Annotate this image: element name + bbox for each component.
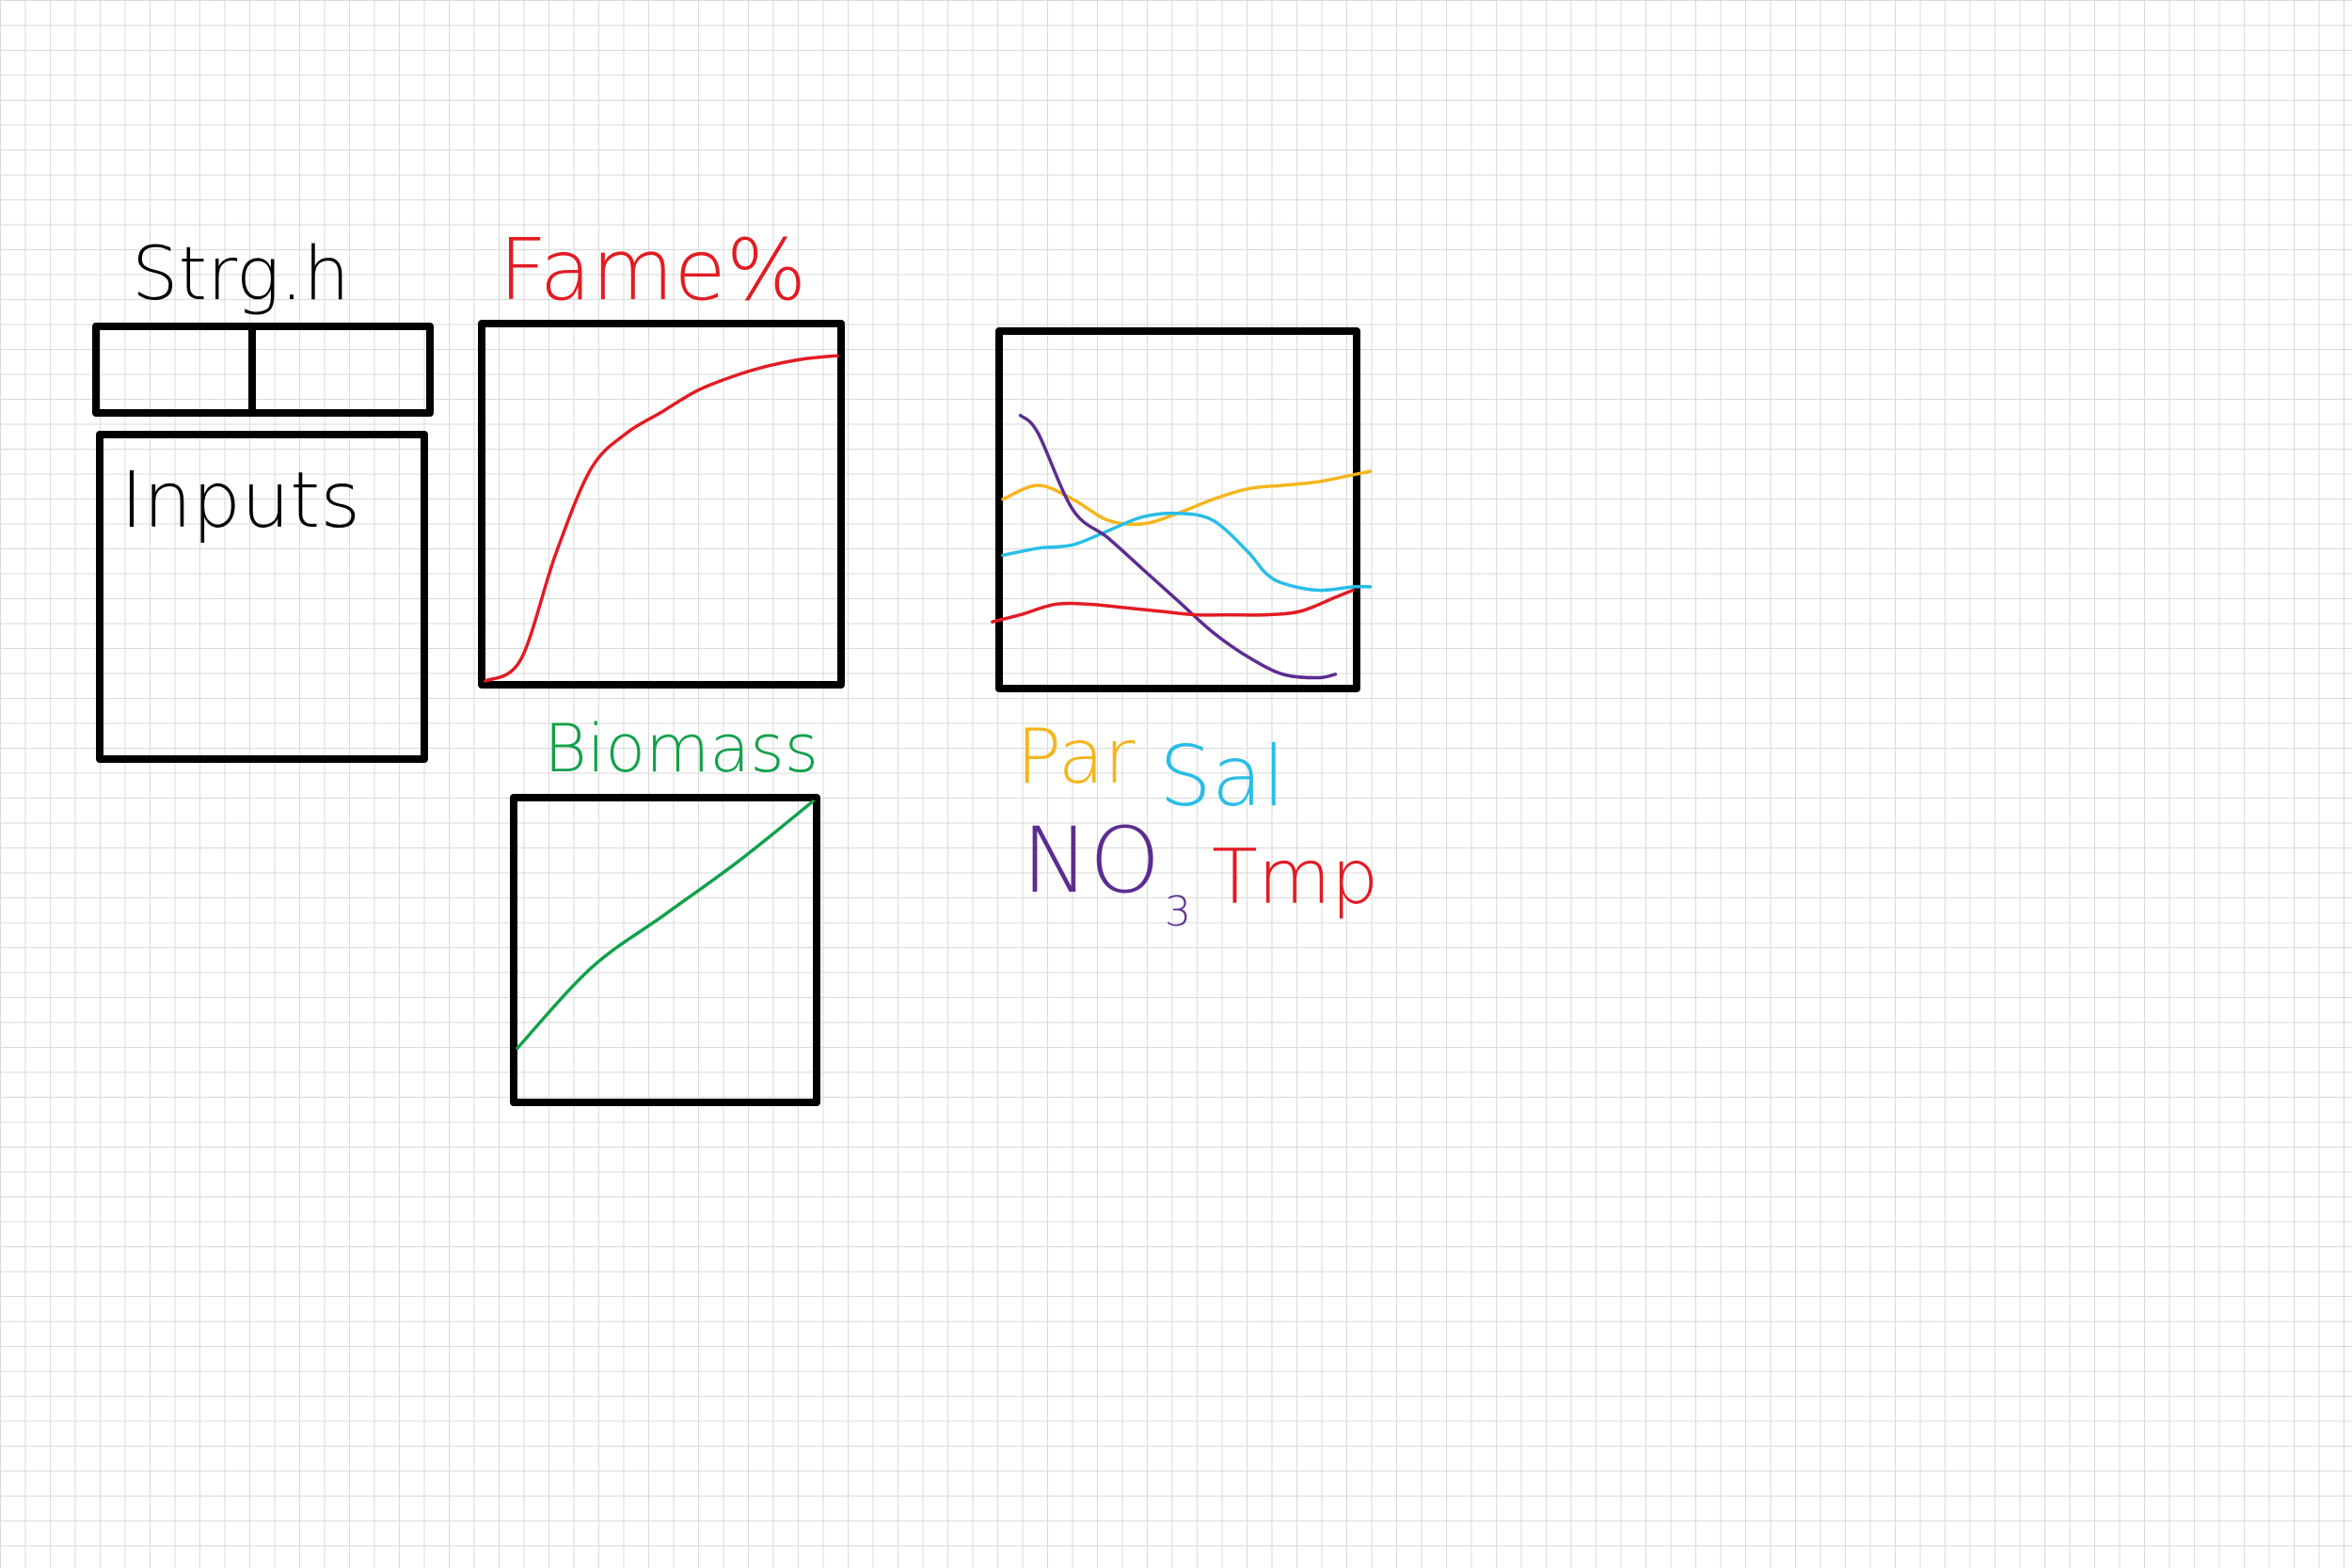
no3-line xyxy=(1018,413,1338,680)
biomass-line xyxy=(516,800,815,1051)
fame-chart-frame[interactable] xyxy=(478,320,845,689)
strength-label: Strg.h xyxy=(132,232,350,317)
par-line xyxy=(1001,469,1373,527)
sal-line xyxy=(1001,511,1373,593)
inputs-label: Inputs xyxy=(120,456,360,546)
biomass-title: Biomass xyxy=(544,710,818,787)
fame-title: Fame% xyxy=(499,221,806,320)
temp-line xyxy=(991,588,1355,624)
legend-sal: Sal xyxy=(1159,728,1285,825)
biomass-plot-area xyxy=(516,800,815,1051)
fame-plot-area xyxy=(484,354,839,683)
env-plot-area xyxy=(991,413,1373,680)
strength-panel[interactable] xyxy=(92,323,434,417)
legend-no3-subscript: 3 xyxy=(1165,888,1191,936)
legend-temp: Tmp xyxy=(1212,833,1379,921)
legend-no3: NO xyxy=(1022,808,1160,913)
inputs-panel[interactable] xyxy=(96,431,428,763)
env-chart-frame[interactable] xyxy=(995,327,1360,692)
fame-line xyxy=(484,354,839,683)
legend-par: Par xyxy=(1016,713,1136,800)
biomass-chart-frame[interactable] xyxy=(510,794,820,1106)
